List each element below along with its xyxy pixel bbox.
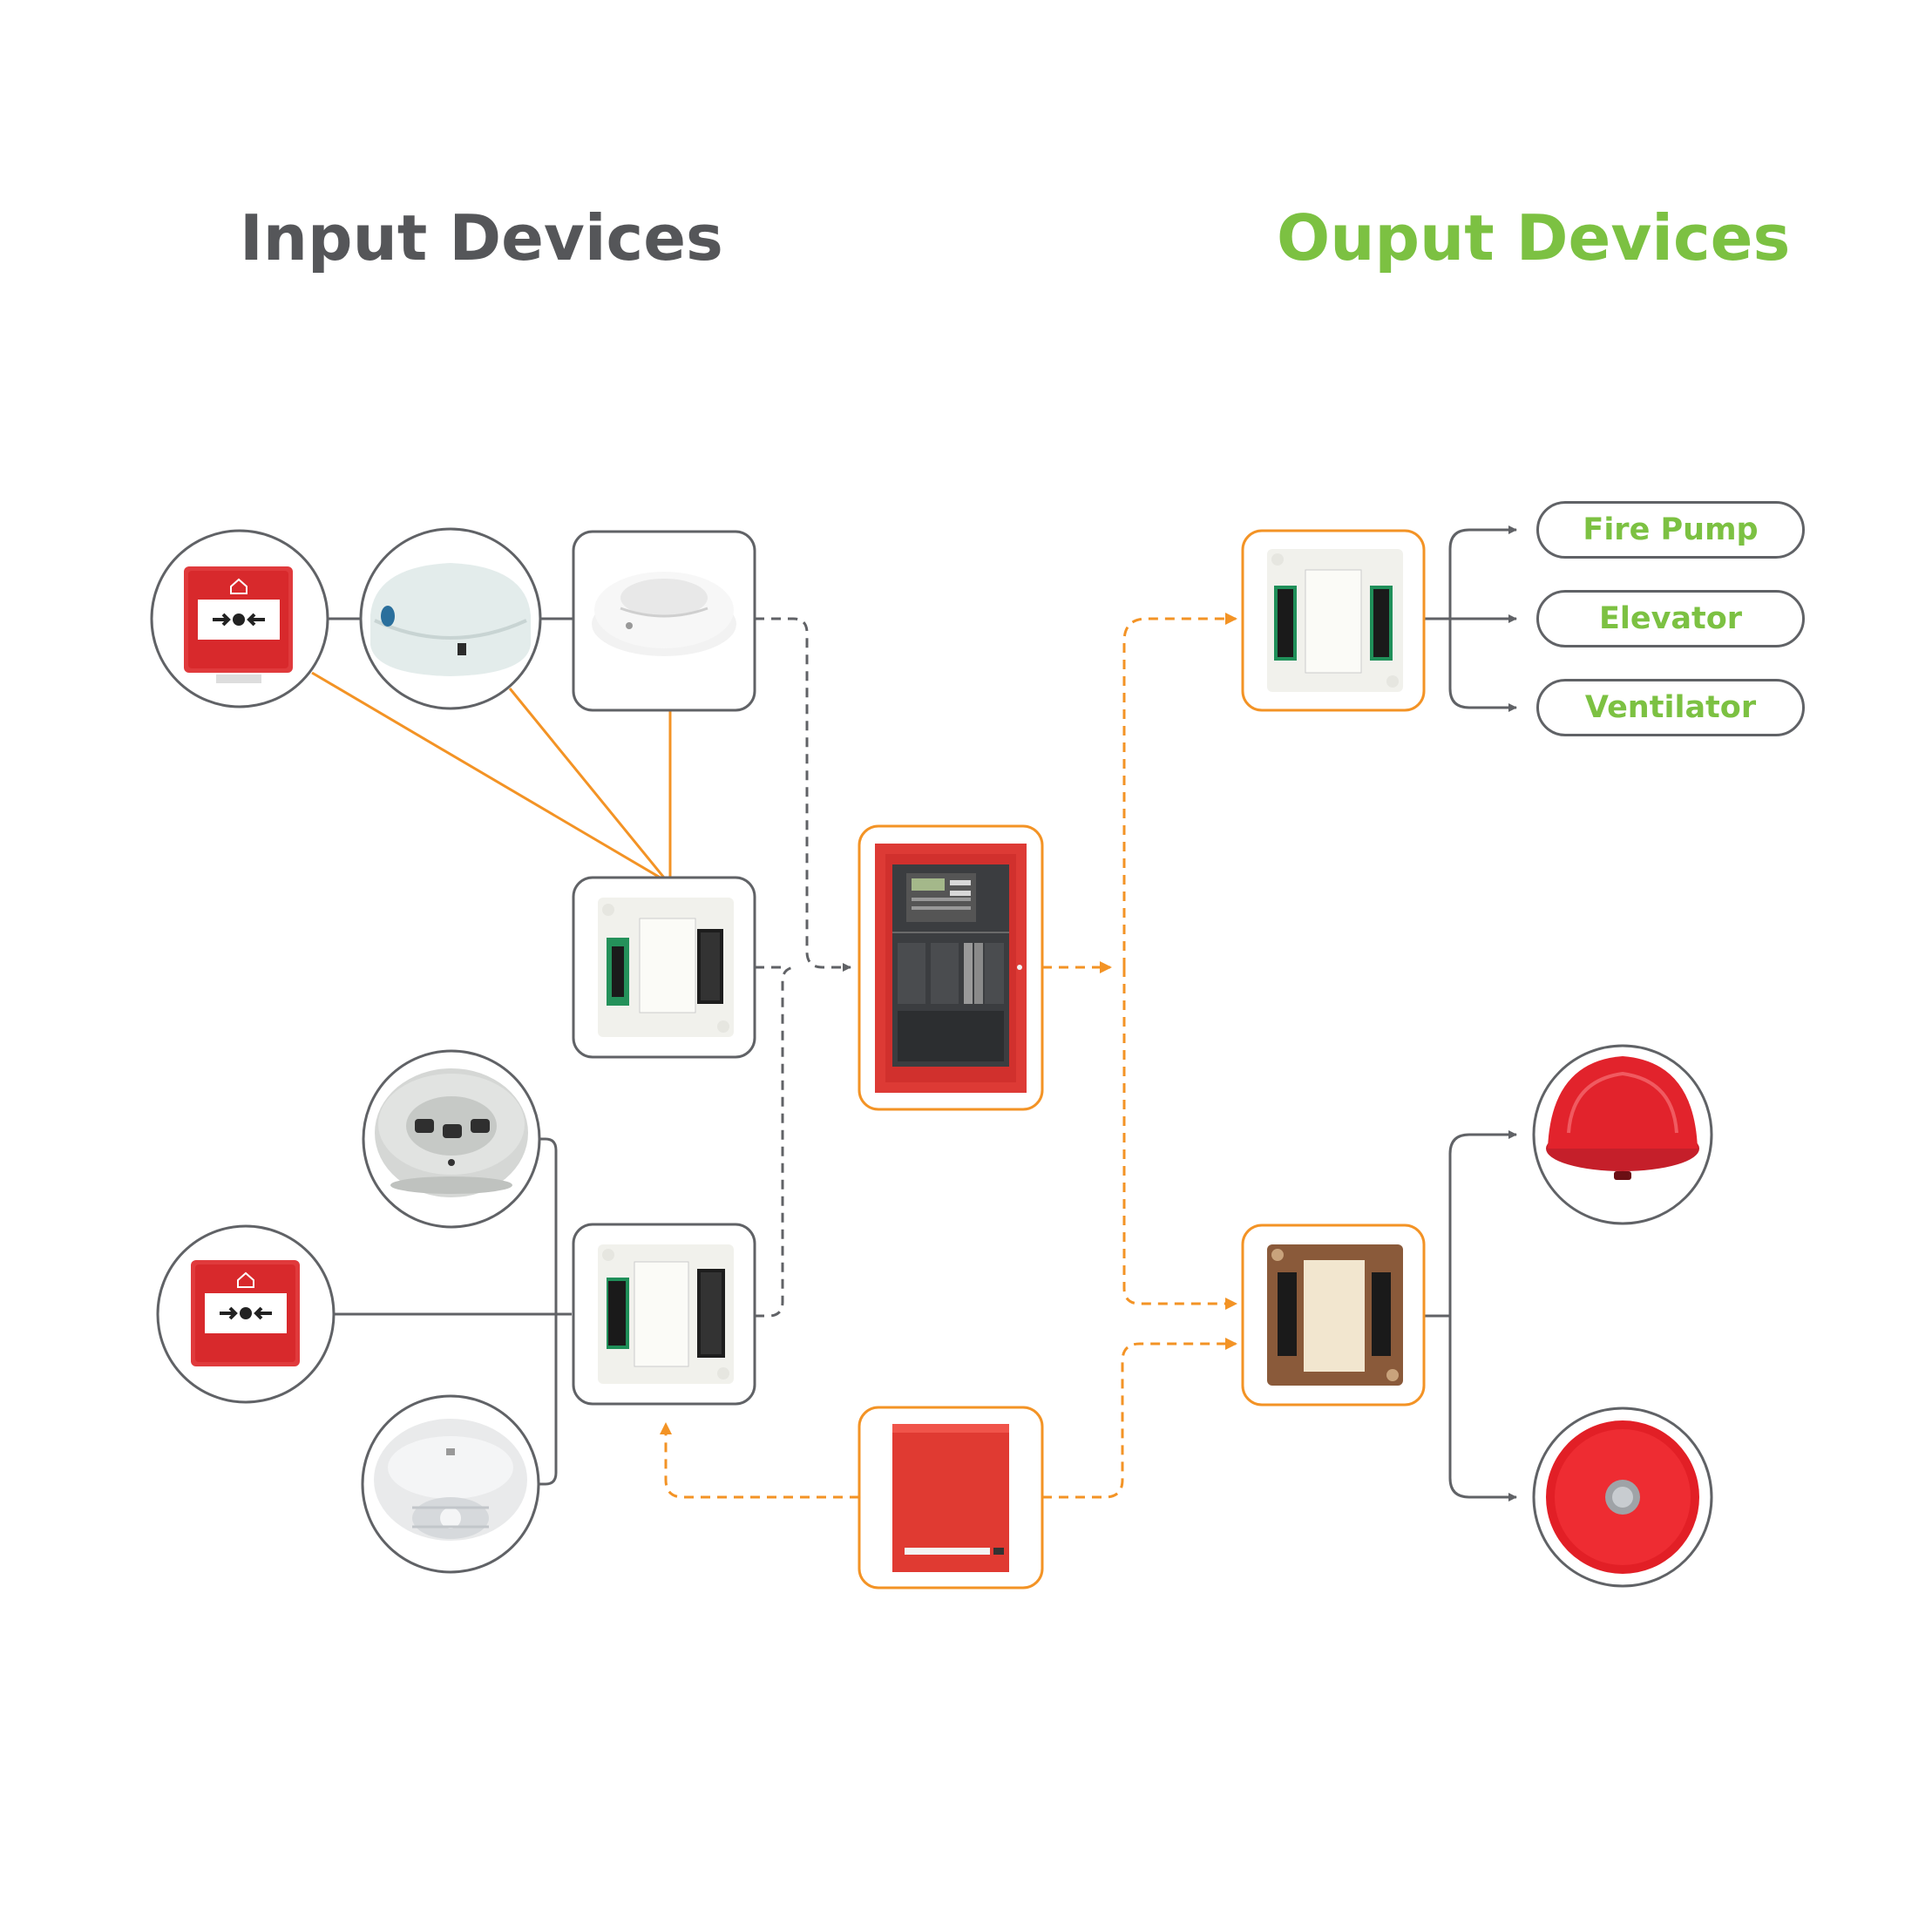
connector-power-to-signal <box>1042 1338 1237 1499</box>
connector-detector-to-panel <box>755 617 851 972</box>
connector-to-fire-pump <box>1448 525 1517 619</box>
ventilator-label: Ventilator <box>1536 679 1805 736</box>
connector-call-point-to-module <box>311 671 668 884</box>
connector-to-ventilator <box>1448 619 1517 712</box>
connector-bus-to-relay <box>1122 613 1237 967</box>
fire-pump-label: Fire Pump <box>1536 501 1805 559</box>
connector-bottom-bus <box>539 1137 558 1486</box>
connector-power-to-zone <box>660 1422 859 1499</box>
connector-to-bell <box>1448 1316 1517 1502</box>
fire-alarm-control-panel-icon <box>858 824 1044 1111</box>
connectors <box>311 525 1517 1502</box>
zone-module-icon <box>572 1223 756 1406</box>
elevator-label: Elevator <box>1536 590 1805 647</box>
connector-bus-to-signal <box>1122 967 1237 1310</box>
output-devices-heading: Ouput Devices <box>1277 201 1791 275</box>
heat-detector-icon <box>361 1394 540 1574</box>
connector-to-strobe <box>1448 1130 1517 1316</box>
connector-smoke-to-module <box>508 688 669 883</box>
manual-call-point-icon <box>156 1224 336 1404</box>
relay-module-icon <box>1241 529 1426 712</box>
monitor-module-icon <box>572 876 756 1059</box>
manual-call-point-icon <box>150 529 329 708</box>
power-supply-icon <box>858 1406 1044 1590</box>
smoke-detector-icon <box>362 1049 541 1229</box>
smoke-detector-icon <box>572 530 756 712</box>
alarm-bell-icon <box>1532 1407 1713 1588</box>
smoke-detector-icon <box>359 527 542 710</box>
signal-module-icon <box>1241 1224 1426 1407</box>
connector-zone-to-panel <box>755 966 797 1318</box>
input-devices-heading: Input Devices <box>240 201 723 275</box>
strobe-beacon-icon <box>1532 1044 1713 1225</box>
